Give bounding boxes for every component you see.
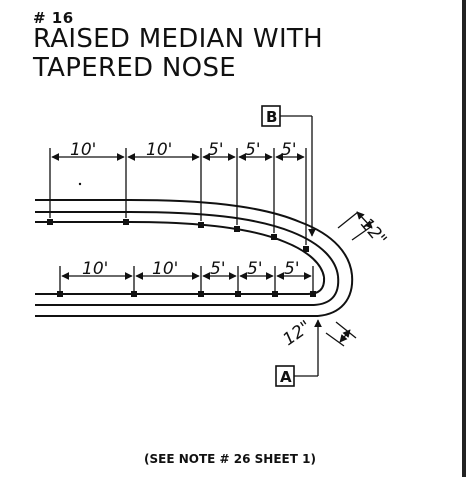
lower-extension-lines (59, 266, 314, 291)
upper-edge-inner (35, 221, 325, 278)
upper-extension-lines (49, 148, 307, 245)
lower-dim-1: 10' (82, 259, 108, 279)
stray-mark (78, 182, 82, 186)
see-note-footnote: (SEE NOTE # 26 SHEET 1) (144, 452, 316, 466)
offset-label-lower: 12" (279, 317, 315, 350)
tag-a-leader (275, 319, 322, 387)
median-outline (35, 199, 354, 317)
title-line-2: TAPERED NOSE (33, 53, 236, 83)
offset-label-upper: 12" (356, 214, 390, 249)
sheet-border (462, 0, 466, 477)
upper-edge-mid (35, 211, 339, 277)
title-line-1: RAISED MEDIAN WITH (33, 24, 323, 54)
upper-dim-4: 5' (245, 140, 261, 160)
offset-dimensions (325, 211, 373, 347)
upper-markers (47, 219, 309, 252)
upper-dim-5: 5' (281, 140, 297, 160)
lower-dim-5: 5' (284, 259, 300, 279)
upper-dim-2: 10' (146, 140, 172, 160)
lower-dim-4: 5' (247, 259, 263, 279)
tag-b-leader (261, 105, 316, 237)
upper-edge-outer (35, 199, 353, 276)
upper-dim-1: 10' (70, 140, 96, 160)
nose-outer (317, 274, 354, 317)
nose-mid (313, 275, 340, 306)
detail-number: # 16 (33, 9, 74, 27)
upper-dim-3: 5' (208, 140, 224, 160)
lower-dim-2: 10' (152, 259, 178, 279)
tag-a: A (280, 368, 292, 386)
upper-dimension-labels: 10' 10' 5' 5' 5' (68, 140, 297, 160)
lower-markers (57, 291, 316, 297)
lower-dimension-labels: 10' 10' 5' 5' 5' (80, 259, 300, 279)
lower-dim-3: 5' (210, 259, 226, 279)
tag-b: B (266, 108, 277, 126)
detail-title: RAISED MEDIAN WITH TAPERED NOSE (33, 25, 323, 83)
